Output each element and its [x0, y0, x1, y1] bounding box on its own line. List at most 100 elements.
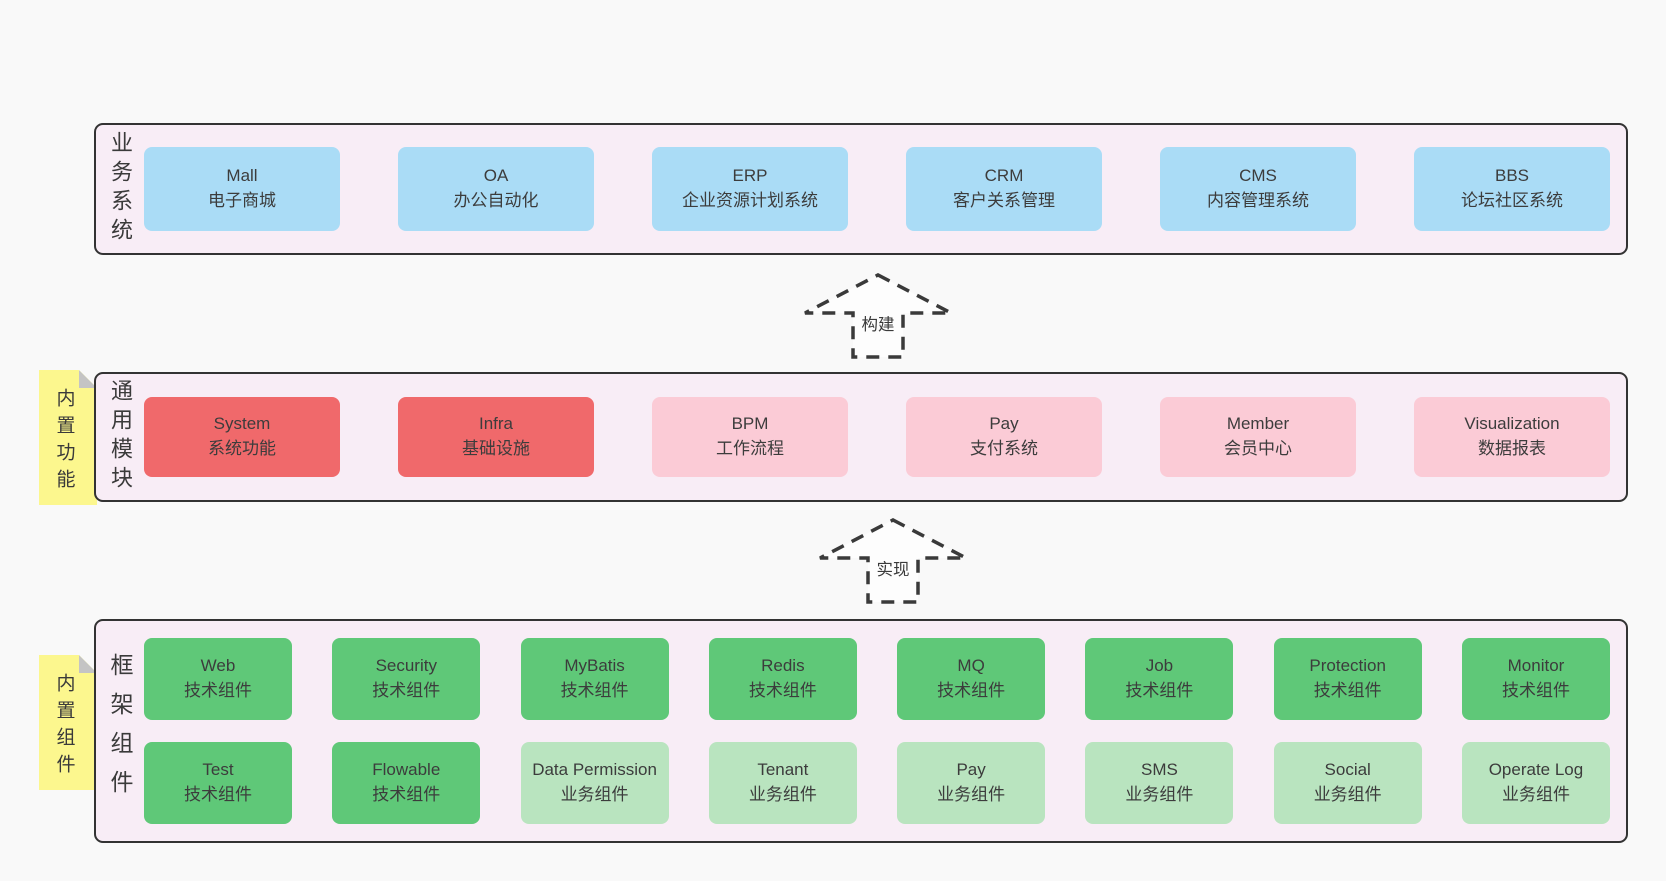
common-modules-label: 通用模块	[108, 379, 133, 495]
box-flowable: Flowable 技术组件	[332, 742, 481, 824]
folded-corner-icon	[79, 655, 97, 673]
box-subtitle: 业务组件	[937, 785, 1006, 804]
panel-framework-components: 框架组件 Web 技术组件 Security 技术组件 MyBatis 技术组件…	[94, 619, 1628, 843]
box-subtitle: 业务组件	[748, 785, 817, 804]
box-mq: MQ 技术组件	[897, 638, 1046, 720]
box-subtitle: 技术组件	[372, 681, 441, 700]
panel-label-column: 业务系统	[96, 125, 144, 253]
builtin-components-label: 内置组件	[53, 673, 75, 781]
box-title: BPM	[731, 414, 769, 434]
box-subtitle: 业务组件	[1125, 785, 1194, 804]
box-bpm: BPM 工作流程	[652, 397, 848, 477]
box-subtitle: 技术组件	[1125, 681, 1194, 700]
box-title: SMS	[1140, 760, 1178, 780]
box-title: Infra	[478, 414, 514, 434]
box-subtitle: 内容管理系统	[1207, 191, 1309, 210]
box-crm: CRM 客户关系管理	[906, 147, 1102, 231]
box-subtitle: 技术组件	[560, 681, 629, 700]
box-title: Visualization	[1464, 414, 1560, 434]
box-title: BBS	[1494, 166, 1530, 186]
box-protection: Protection 技术组件	[1273, 638, 1422, 720]
builtin-features-label: 内置功能	[53, 388, 75, 496]
box-security: Security 技术组件	[332, 638, 481, 720]
box-title: CMS	[1239, 166, 1277, 186]
box-web: Web 技术组件	[144, 638, 292, 720]
box-subtitle: 系统功能	[208, 439, 276, 458]
box-subtitle: 电子商城	[208, 191, 276, 210]
sticky-note-builtin-features: 内置功能	[39, 370, 97, 505]
box-subtitle: 工作流程	[716, 439, 784, 458]
box-subtitle: 客户关系管理	[953, 191, 1055, 210]
box-test: Test 技术组件	[144, 742, 292, 824]
box-data-permission: Data Permission 业务组件	[520, 742, 669, 824]
box-title: Tenant	[757, 760, 809, 780]
box-mybatis: MyBatis 技术组件	[520, 638, 669, 720]
folded-corner-icon	[79, 370, 97, 388]
box-title: Flowable	[372, 760, 441, 780]
box-job: Job 技术组件	[1085, 638, 1234, 720]
box-title: Social	[1324, 760, 1371, 780]
box-tenant: Tenant 业务组件	[708, 742, 857, 824]
box-title: Protection	[1309, 656, 1386, 676]
box-title: Redis	[761, 656, 805, 676]
box-system: System 系统功能	[144, 397, 340, 477]
sticky-note-builtin-components: 内置组件	[39, 655, 97, 790]
business-systems-row: Mall 电子商城 OA 办公自动化 ERP 企业资源计划系统 CRM 客户关系…	[144, 147, 1610, 231]
panel-common-modules: 通用模块 System 系统功能 Infra 基础设施 BPM 工作流程 Pay	[94, 372, 1628, 502]
box-title: OA	[483, 166, 509, 186]
box-title: MyBatis	[564, 656, 625, 676]
build-arrow-label: 构建	[862, 315, 895, 334]
box-member: Member 会员中心	[1160, 397, 1356, 477]
box-subtitle: 技术组件	[1313, 681, 1382, 700]
box-sms: SMS 业务组件	[1085, 742, 1234, 824]
box-subtitle: 业务组件	[1501, 785, 1570, 804]
box-title: MQ	[957, 656, 985, 676]
box-subtitle: 技术组件	[1501, 681, 1570, 700]
box-subtitle: 技术组件	[937, 681, 1006, 700]
box-subtitle: 办公自动化	[453, 191, 539, 210]
box-subtitle: 技术组件	[184, 681, 252, 700]
box-subtitle: 技术组件	[372, 785, 441, 804]
box-subtitle: 基础设施	[462, 439, 530, 458]
box-pay-component: Pay 业务组件	[897, 742, 1046, 824]
box-title: Operate Log	[1488, 760, 1584, 780]
business-systems-label: 业务系统	[108, 131, 133, 247]
box-bbs: BBS 论坛社区系统	[1414, 147, 1610, 231]
box-operate-log: Operate Log 业务组件	[1461, 742, 1610, 824]
box-title: Pay	[989, 414, 1019, 434]
framework-components-row-1: Web 技术组件 Security 技术组件 MyBatis 技术组件 Redi…	[144, 638, 1610, 720]
panel-business-systems: 业务系统 Mall 电子商城 OA 办公自动化 ERP 企业资源计划系统 CRM	[94, 123, 1628, 255]
box-subtitle: 技术组件	[184, 785, 252, 804]
box-title: Member	[1226, 414, 1290, 434]
box-oa: OA 办公自动化	[398, 147, 594, 231]
box-subtitle: 业务组件	[560, 785, 629, 804]
box-infra: Infra 基础设施	[398, 397, 594, 477]
box-subtitle: 支付系统	[970, 439, 1038, 458]
box-title: Pay	[956, 760, 986, 780]
box-cms: CMS 内容管理系统	[1160, 147, 1356, 231]
box-title: ERP	[732, 166, 768, 186]
box-subtitle: 业务组件	[1313, 785, 1382, 804]
box-title: Test	[202, 760, 234, 780]
implement-arrow-label: 实现	[877, 560, 910, 579]
build-arrow-icon: 构建	[804, 273, 952, 359]
box-social: Social 业务组件	[1273, 742, 1422, 824]
box-subtitle: 数据报表	[1478, 439, 1546, 458]
box-subtitle: 技术组件	[748, 681, 817, 700]
box-title: CRM	[984, 166, 1024, 186]
box-erp: ERP 企业资源计划系统	[652, 147, 848, 231]
box-title: System	[213, 414, 271, 434]
box-subtitle: 会员中心	[1224, 439, 1292, 458]
box-mall: Mall 电子商城	[144, 147, 340, 231]
box-subtitle: 论坛社区系统	[1461, 191, 1563, 210]
box-title: Web	[200, 656, 236, 676]
box-monitor: Monitor 技术组件	[1461, 638, 1610, 720]
box-pay-system: Pay 支付系统	[906, 397, 1102, 477]
box-title: Data Permission	[532, 760, 657, 780]
box-title: Security	[375, 656, 437, 676]
box-title: Job	[1145, 656, 1174, 676]
panel-label-column: 框架组件	[96, 621, 144, 841]
framework-components-row-2: Test 技术组件 Flowable 技术组件 Data Permission …	[144, 742, 1610, 824]
framework-components-label: 框架组件	[107, 653, 133, 809]
